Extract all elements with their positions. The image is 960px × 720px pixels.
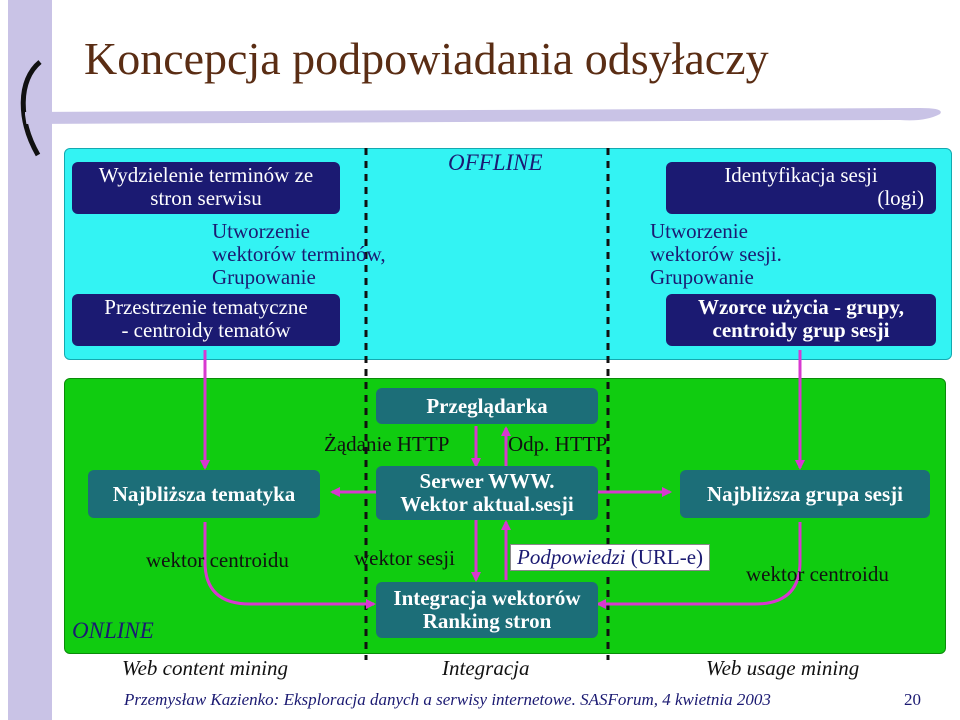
integration-box: Integracja wektorów Ranking stron <box>376 582 598 638</box>
page-number: 20 <box>904 690 921 709</box>
web-server-line1: Serwer WWW. <box>419 469 555 493</box>
session-vector-label: wektor sesji <box>354 546 455 570</box>
browser-label: Przeglądarka <box>426 393 548 418</box>
nearest-session-group-label: Najbliższa grupa sesji <box>707 481 903 506</box>
centroid-vector-left-label: wektor centroidu <box>146 548 289 572</box>
footer-text: Przemysław Kazienko: Eksploracja danych … <box>124 690 771 709</box>
web-server-line2: Wektor aktual.sesji <box>400 492 574 516</box>
content-terms-box-line1: Wydzielenie terminów ze <box>98 163 314 187</box>
session-vectors-text: Utworzenie wektorów sesji. Grupowanie <box>650 220 782 289</box>
page-title: Koncepcja podpowiadania odsyłaczy <box>84 33 769 84</box>
term-vectors-line2: wektorów terminów, <box>212 242 386 266</box>
content-terms-box-line2: stron serwisu <box>150 186 262 210</box>
term-vectors-text: Utworzenie wektorów terminów, Grupowanie <box>212 220 386 289</box>
session-vectors-line3: Grupowanie <box>650 265 754 289</box>
offline-header: OFFLINE <box>448 150 543 175</box>
hints-label: Podpowiedzi (URL-e) <box>510 544 711 571</box>
title-underline <box>22 107 941 129</box>
session-vectors-line2: wektorów sesji. <box>650 242 782 266</box>
integration-label: Integracja <box>442 656 530 680</box>
session-identification-box: Identyfikacja sesji (logi) <box>666 162 936 214</box>
term-vectors-line1: Utworzenie <box>212 219 310 243</box>
centroid-vector-right-label: wektor centroidu <box>746 562 889 586</box>
online-label: ONLINE <box>72 618 154 643</box>
term-vectors-line3: Grupowanie <box>212 265 316 289</box>
nearest-topic-label: Najbliższa tematyka <box>112 481 296 506</box>
topic-spaces-box-line2: - centroidy tematów <box>121 318 291 342</box>
web-usage-mining-label: Web usage mining <box>706 656 860 680</box>
http-request-label: Żądanie HTTP <box>324 432 450 456</box>
topic-spaces-box: Przestrzenie tematyczne - centroidy tema… <box>72 294 340 346</box>
http-response-label: Odp. HTTP <box>508 432 608 456</box>
session-vectors-line1: Utworzenie <box>650 219 748 243</box>
hints-label-rest: (URL-e) <box>630 545 704 569</box>
usage-patterns-box: Wzorce użycia - grupy, centroidy grup se… <box>666 294 936 346</box>
nearest-topic-box: Najbliższa tematyka <box>88 470 320 518</box>
session-identification-line1: Identyfikacja sesji <box>724 163 878 187</box>
hints-label-italic: Podpowiedzi <box>517 545 626 569</box>
nearest-session-group-box: Najbliższa grupa sesji <box>680 470 930 518</box>
web-server-box: Serwer WWW. Wektor aktual.sesji <box>376 466 598 520</box>
content-terms-box: Wydzielenie terminów ze stron serwisu <box>72 162 340 214</box>
usage-patterns-line1: Wzorce użycia - grupy, <box>697 295 905 319</box>
integration-line2: Ranking stron <box>422 609 552 633</box>
usage-patterns-line2: centroidy grup sesji <box>712 318 890 342</box>
browser-box: Przeglądarka <box>376 388 598 424</box>
session-identification-line2: (logi) <box>877 186 924 210</box>
web-content-mining-label: Web content mining <box>122 656 289 680</box>
topic-spaces-box-line1: Przestrzenie tematyczne <box>104 295 308 319</box>
integration-line1: Integracja wektorów <box>393 586 581 610</box>
